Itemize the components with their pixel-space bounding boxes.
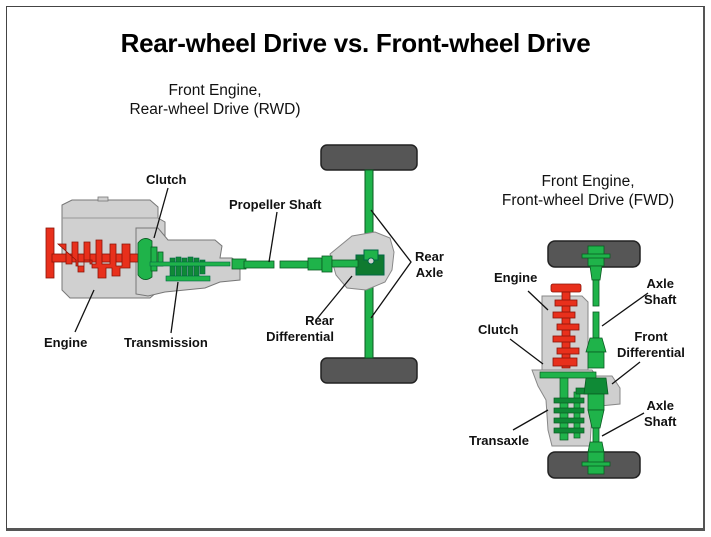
fwd-heading-line2: Front-wheel Drive (FWD)	[501, 192, 675, 209]
label-fwd-axle-shaft-lower-line2: Shaft	[644, 414, 677, 429]
fwd-front-diff-leader	[611, 361, 641, 385]
fwd-transaxle-leader	[512, 409, 549, 431]
fwd-axle-shafts	[581, 245, 611, 475]
rwd-heading-line1: Front Engine,	[168, 82, 262, 99]
label-fwd-engine: Engine	[494, 270, 538, 285]
rear-axle-leader	[370, 209, 412, 319]
label-fwd-axle-shaft-lower: Axle Shaft	[644, 398, 677, 430]
label-rear-differential-line1: Rear	[305, 313, 334, 328]
label-rear-axle-line1: Rear	[415, 249, 444, 264]
label-fwd-transaxle: Transaxle	[469, 433, 529, 448]
slide-frame	[6, 6, 705, 531]
label-front-differential: Front Differential	[617, 329, 685, 361]
label-front-differential-line2: Differential	[617, 345, 685, 360]
rwd-rear-wheel-bottom	[320, 357, 418, 384]
fwd-diagram	[531, 240, 641, 479]
rwd-propeller-shaft	[231, 255, 359, 273]
rear-diff-leader	[315, 275, 353, 321]
fwd-heading: Front Engine, Front-wheel Drive (FWD)	[478, 172, 698, 210]
rwd-transmission-gears	[149, 256, 231, 282]
fwd-engine-leader	[527, 290, 549, 311]
label-fwd-axle-shaft-lower-line1: Axle	[646, 398, 674, 413]
label-front-differential-line1: Front	[634, 329, 668, 344]
page-title: Rear-wheel Drive vs. Front-wheel Drive	[120, 28, 591, 58]
label-fwd-axle-shaft-upper-line2: Shaft	[644, 292, 677, 307]
fwd-heading-line1: Front Engine,	[541, 173, 635, 190]
label-fwd-clutch: Clutch	[478, 322, 519, 337]
label-fwd-axle-shaft-upper: Axle Shaft	[644, 276, 677, 308]
rwd-diagram	[45, 144, 418, 384]
clutch-leader	[153, 187, 169, 239]
rwd-clutch	[137, 238, 164, 280]
rwd-heading: Front Engine, Rear-wheel Drive (RWD)	[110, 81, 320, 119]
label-rear-axle: Rear Axle	[415, 249, 444, 281]
label-clutch: Clutch	[146, 172, 187, 187]
propeller-leader	[268, 211, 278, 263]
fwd-axle-shaft-lower-leader	[601, 412, 645, 437]
label-propeller-shaft: Propeller Shaft	[229, 197, 322, 212]
label-transmission: Transmission	[124, 335, 208, 350]
fwd-crankshaft	[550, 283, 582, 369]
rwd-leader-lines	[74, 187, 412, 334]
label-rear-differential-line2: Differential	[266, 329, 334, 344]
fwd-clutch-leader	[509, 338, 544, 365]
fwd-leader-lines	[509, 290, 649, 437]
rwd-rear-wheel-top	[320, 144, 418, 171]
transmission-leader	[170, 281, 179, 334]
engine-leader	[74, 289, 95, 333]
label-rear-differential: Rear Differential	[254, 313, 334, 345]
rwd-heading-line2: Rear-wheel Drive (RWD)	[129, 101, 301, 118]
fwd-axle-shaft-upper-leader	[601, 292, 649, 327]
label-rear-axle-line2: Axle	[415, 265, 444, 280]
label-fwd-axle-shaft-upper-line1: Axle	[646, 276, 674, 291]
label-engine: Engine	[44, 335, 88, 350]
